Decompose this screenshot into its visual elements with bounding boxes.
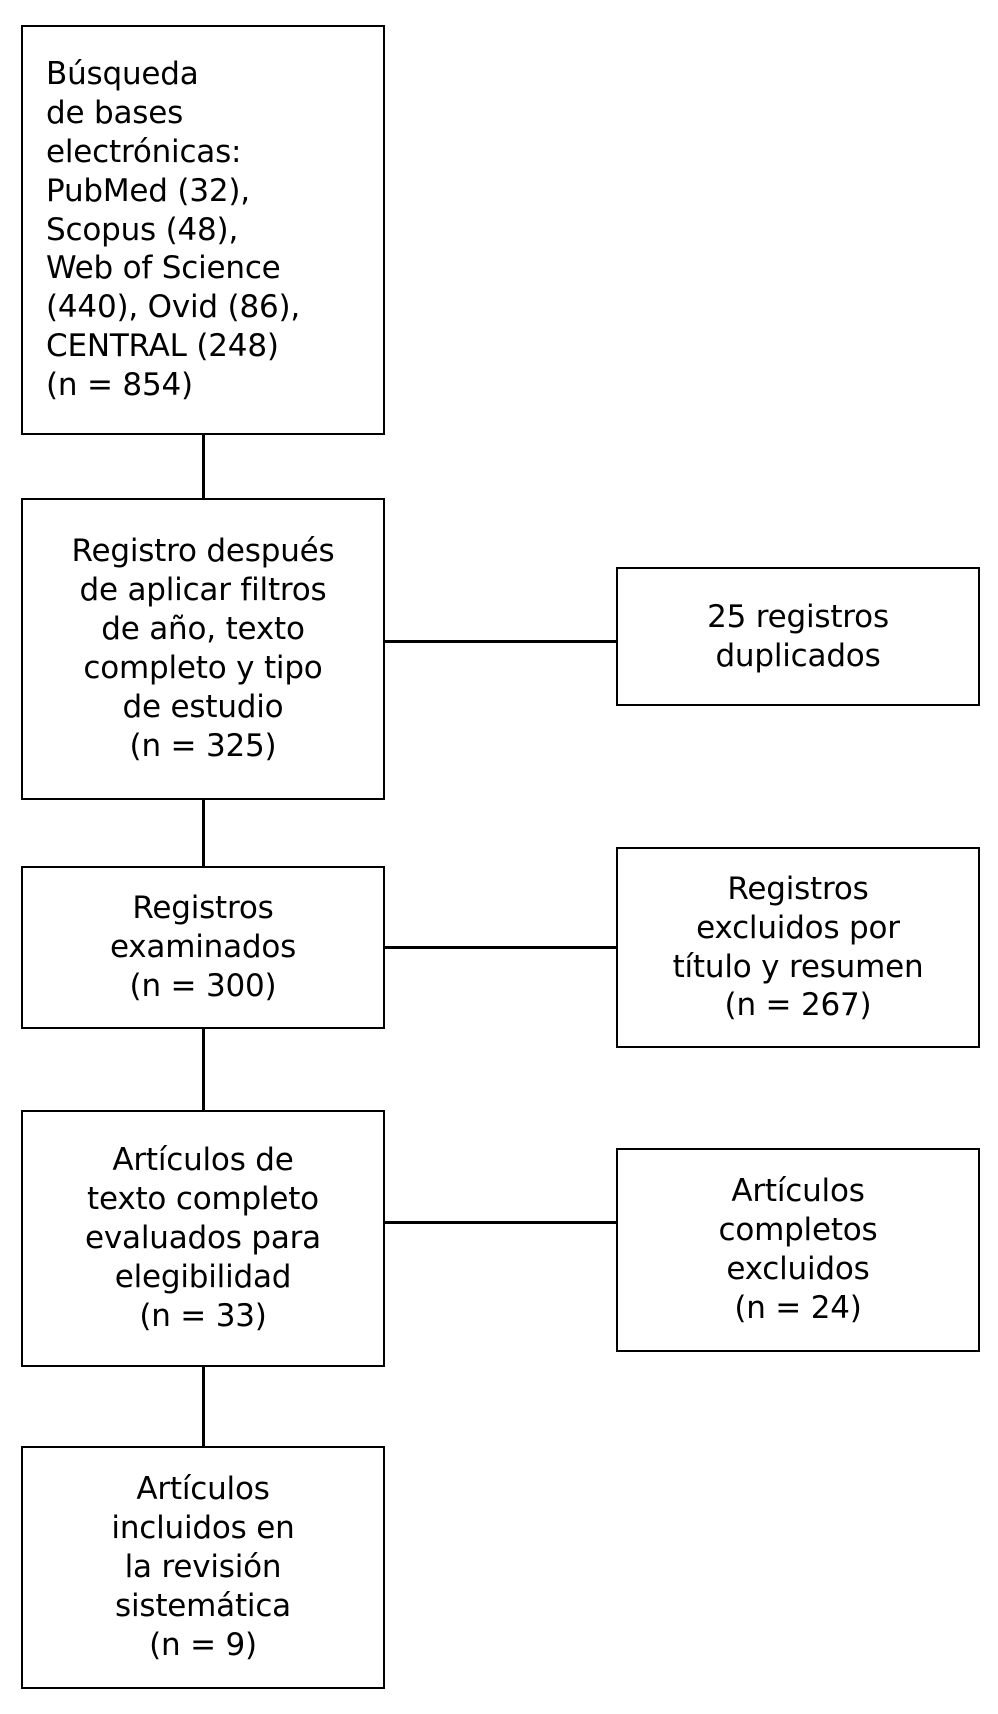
node-line: Web of Science	[46, 250, 281, 287]
node-line: de año, texto	[101, 611, 305, 648]
connector-examinados-to-excluidos	[383, 946, 618, 949]
node-incluidos: Artículos incluidos en la revisión siste…	[21, 1446, 385, 1689]
node-line: elegibilidad	[114, 1258, 292, 1295]
node-line: completo y tipo	[83, 650, 323, 686]
node-examinados: Registros examinados (n = 300)	[21, 866, 385, 1029]
node-line: excluidos	[726, 1251, 870, 1287]
node-line: (n = 9)	[149, 1626, 257, 1663]
node-duplicados: 25 registros duplicados	[616, 567, 980, 706]
node-line: Artículos	[731, 1173, 865, 1210]
node-line: (n = 24)	[734, 1289, 862, 1326]
node-line: examinados	[109, 929, 297, 966]
node-line: la revisión	[124, 1549, 282, 1586]
node-line: de bases	[46, 94, 184, 131]
node-line: evaluados para	[85, 1220, 321, 1257]
node-completos-excluidos: Artículos completos excluidos (n = 24)	[616, 1148, 980, 1352]
node-line: de aplicar filtros	[79, 572, 327, 609]
node-line: Registros	[132, 890, 274, 927]
connector-filtros-to-examinados	[202, 798, 205, 868]
node-line: (n = 854)	[46, 367, 193, 404]
node-line: (n = 300)	[129, 967, 277, 1004]
node-line: Scopus (48),	[46, 211, 239, 248]
node-line: (440), Ovid (86),	[46, 289, 301, 326]
node-line: Artículos de	[112, 1142, 294, 1179]
node-line: texto completo	[87, 1181, 319, 1218]
node-elegibilidad: Artículos de texto completo evaluados pa…	[21, 1110, 385, 1367]
node-line: incluidos en	[111, 1510, 295, 1547]
node-line: electrónicas:	[46, 133, 242, 170]
node-line: sistemática	[115, 1587, 291, 1624]
node-line: Artículos	[136, 1471, 270, 1508]
node-line: (n = 267)	[724, 987, 872, 1024]
node-filtros: Registro después de aplicar filtros de a…	[21, 498, 385, 800]
connector-elegibilidad-to-completos-excluidos	[383, 1221, 618, 1224]
node-line: completos	[718, 1212, 878, 1249]
node-line: PubMed (32),	[46, 172, 250, 209]
node-line: excluidos por	[696, 909, 900, 946]
node-line: CENTRAL (248)	[46, 328, 279, 365]
connector-identificacion-to-filtros	[202, 433, 205, 500]
node-line: título y resumen	[672, 948, 924, 985]
node-identificacion: Búsqueda de bases electrónicas: PubMed (…	[21, 25, 385, 435]
connector-filtros-to-duplicados	[383, 640, 618, 643]
node-line: 25 registros	[707, 598, 889, 635]
node-line: duplicados	[715, 637, 881, 674]
connector-elegibilidad-to-incluidos	[202, 1365, 205, 1448]
node-line: (n = 33)	[139, 1297, 267, 1334]
node-line: Registros	[727, 870, 869, 907]
node-excluidos-titulo-resumen: Registros excluidos por título y resumen…	[616, 847, 980, 1048]
node-line: de estudio	[122, 688, 284, 725]
connector-examinados-to-elegibilidad	[202, 1027, 205, 1112]
node-line: Registro después	[71, 533, 335, 570]
node-line: Búsqueda	[46, 55, 199, 92]
node-line: (n = 325)	[129, 727, 277, 764]
